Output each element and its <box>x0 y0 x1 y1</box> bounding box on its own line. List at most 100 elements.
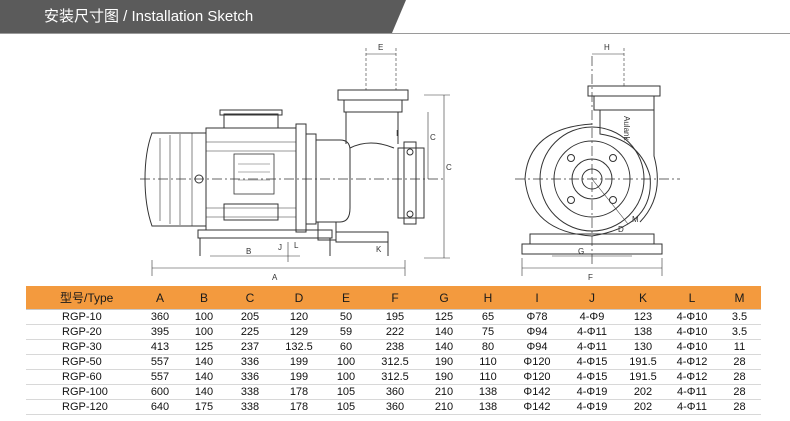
dimension-cell: 4-Φ15 <box>564 369 620 385</box>
dimension-cell: 28 <box>718 354 761 370</box>
header-title: 安装尺寸图 / Installation Sketch <box>44 8 254 25</box>
model-cell: RGP-60 <box>26 369 138 385</box>
dim-label-d: D <box>618 225 624 234</box>
column-header: M <box>718 286 761 310</box>
dimension-cell: 4-Φ15 <box>564 354 620 370</box>
column-header: G <box>422 286 466 310</box>
dimension-cell: 225 <box>226 324 274 340</box>
dimension-cell: 140 <box>182 384 226 400</box>
dimension-cell: Φ120 <box>510 369 564 385</box>
dimension-cell: 125 <box>422 309 466 325</box>
dimension-cell: 360 <box>368 384 422 400</box>
installation-drawing: E C C A B J K L I H G F M D Aulank <box>140 43 680 282</box>
dimension-cell: 557 <box>138 369 182 385</box>
front-view <box>515 48 680 276</box>
dimension-cell: 4-Φ10 <box>666 309 718 325</box>
dimension-cell: 4-Φ12 <box>666 369 718 385</box>
dimension-cell: 202 <box>620 399 666 415</box>
model-cell: RGP-100 <box>26 384 138 400</box>
dimension-cell: 4-Φ12 <box>666 354 718 370</box>
dimension-cell: 338 <box>226 399 274 415</box>
dimension-cell: 205 <box>226 309 274 325</box>
model-cell: RGP-120 <box>26 399 138 415</box>
side-view <box>140 48 450 276</box>
dimension-cell: 105 <box>324 384 368 400</box>
header-band-corner <box>392 0 406 33</box>
column-header: H <box>466 286 510 310</box>
dim-label-b: B <box>246 247 251 256</box>
dimension-cell: 4-Φ9 <box>564 309 620 325</box>
column-header: I <box>510 286 564 310</box>
dimension-cell: 138 <box>620 324 666 340</box>
dimension-cell: 600 <box>138 384 182 400</box>
dimension-cell: 395 <box>138 324 182 340</box>
dimension-cell: 191.5 <box>620 354 666 370</box>
column-header: J <box>564 286 620 310</box>
dimension-cell: 11 <box>718 339 761 355</box>
dim-label-g: G <box>578 247 584 256</box>
dimension-cell: 140 <box>422 339 466 355</box>
dimension-cell: 100 <box>182 309 226 325</box>
dimension-cell: 3.5 <box>718 309 761 325</box>
dimension-cell: 210 <box>422 399 466 415</box>
column-header: K <box>620 286 666 310</box>
header-rule <box>0 33 790 34</box>
dimension-cell: 191.5 <box>620 369 666 385</box>
column-header: 型号/Type <box>26 286 138 310</box>
dimension-cell: 199 <box>274 354 324 370</box>
dimension-cell: 312.5 <box>368 369 422 385</box>
casing-brand-text: Aulank <box>622 116 631 141</box>
column-header: D <box>274 286 324 310</box>
dimension-cell: 4-Φ19 <box>564 384 620 400</box>
dimension-cell: 336 <box>226 354 274 370</box>
dim-label-e: E <box>378 43 383 52</box>
dimension-cell: 28 <box>718 399 761 415</box>
dimension-cell: 120 <box>274 309 324 325</box>
dimension-cell: 202 <box>620 384 666 400</box>
dimension-cell: 138 <box>466 399 510 415</box>
dimension-cell: 140 <box>422 324 466 340</box>
dimension-cell: 190 <box>422 369 466 385</box>
dimension-cell: 50 <box>324 309 368 325</box>
dimension-cell: 100 <box>324 354 368 370</box>
dimension-cell: Φ78 <box>510 309 564 325</box>
dim-label-f: F <box>588 273 593 282</box>
dimension-cell: 130 <box>620 339 666 355</box>
dimension-cell: 336 <box>226 369 274 385</box>
dim-label-c-short: C <box>430 133 436 142</box>
dimension-cell: 138 <box>466 384 510 400</box>
column-header: C <box>226 286 274 310</box>
dimension-cell: 178 <box>274 384 324 400</box>
dimension-cell: 4-Φ10 <box>666 339 718 355</box>
dimension-cell: 28 <box>718 369 761 385</box>
dimension-cell: Φ120 <box>510 354 564 370</box>
column-header: B <box>182 286 226 310</box>
dimension-cell: 4-Φ10 <box>666 324 718 340</box>
dimension-cell: 140 <box>182 369 226 385</box>
dimension-cell: 80 <box>466 339 510 355</box>
dimension-cell: 199 <box>274 369 324 385</box>
dimension-cell: Φ94 <box>510 339 564 355</box>
dimension-cell: 557 <box>138 354 182 370</box>
model-cell: RGP-50 <box>26 354 138 370</box>
dimension-cell: 100 <box>182 324 226 340</box>
column-header: E <box>324 286 368 310</box>
dimension-cell: 640 <box>138 399 182 415</box>
column-header: L <box>666 286 718 310</box>
dim-label-k: K <box>376 245 382 254</box>
column-header: A <box>138 286 182 310</box>
dim-label-h: H <box>604 43 610 52</box>
dimension-cell: 3.5 <box>718 324 761 340</box>
dimension-cell: 123 <box>620 309 666 325</box>
dimension-cell: 222 <box>368 324 422 340</box>
dimension-cell: 190 <box>422 354 466 370</box>
dim-label-j: J <box>278 243 282 252</box>
model-cell: RGP-10 <box>26 309 138 325</box>
dimension-cell: 110 <box>466 354 510 370</box>
dimension-cell: 413 <box>138 339 182 355</box>
dimension-cell: 238 <box>368 339 422 355</box>
